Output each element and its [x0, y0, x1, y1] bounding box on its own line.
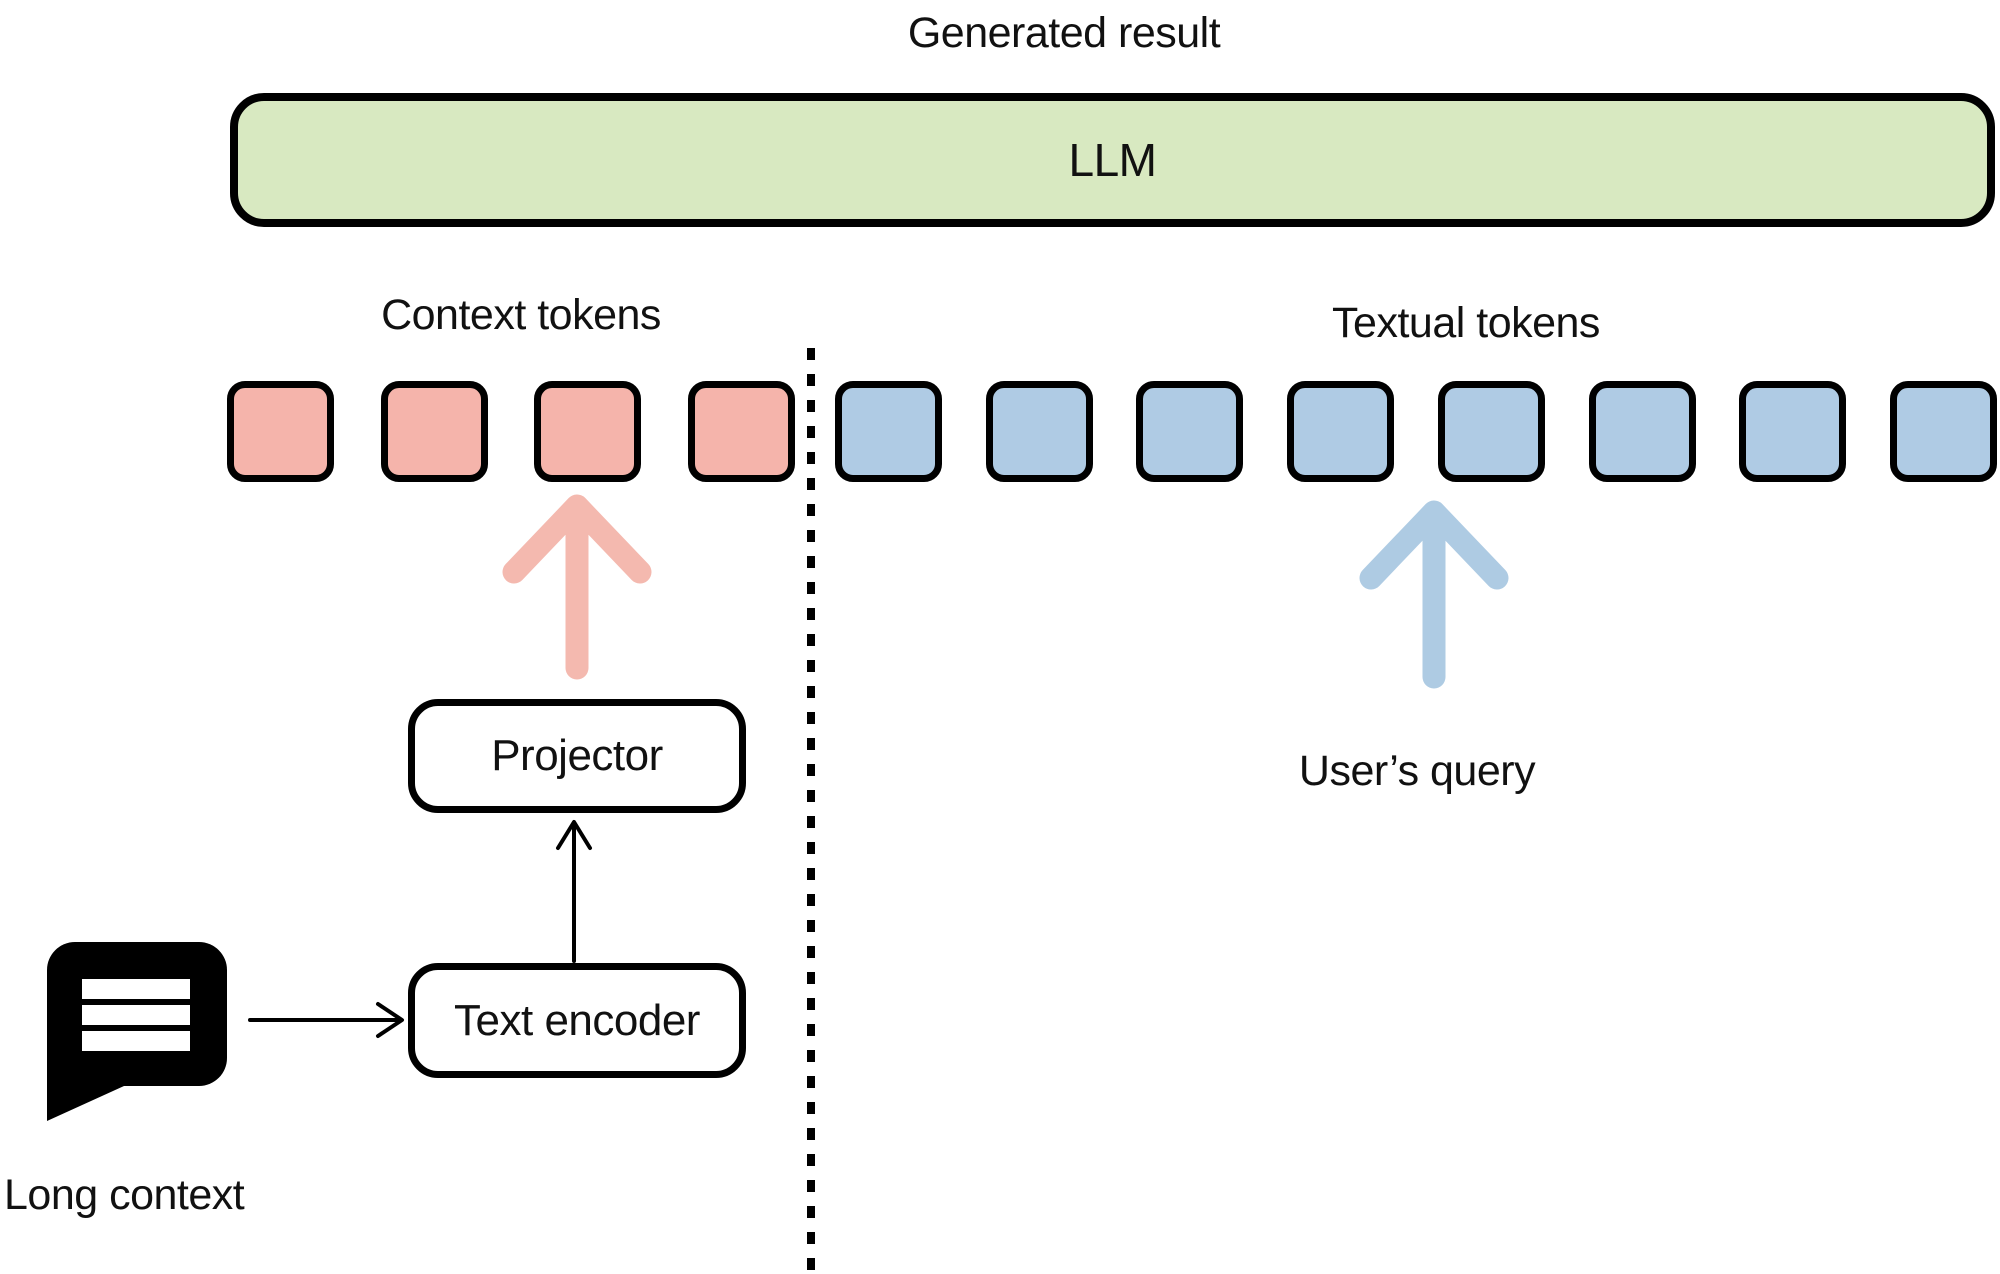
llm-box: LLM [230, 93, 1995, 227]
textual-token [986, 381, 1093, 482]
textual-token [1589, 381, 1696, 482]
textual-token [835, 381, 942, 482]
textual-token [1739, 381, 1846, 482]
context-token [534, 381, 641, 482]
context-tokens-label: Context tokens [381, 291, 661, 339]
projector-box: Projector [408, 699, 746, 813]
context-to-encoder-arrow [248, 1002, 404, 1038]
text-encoder-box-label: Text encoder [454, 995, 700, 1045]
context-token [227, 381, 334, 482]
projector-box-label: Projector [491, 731, 663, 780]
query-up-arrow-icon [1359, 500, 1509, 689]
chat-bubble-icon [47, 942, 227, 1121]
textual-token [1438, 381, 1545, 482]
long-context-label: Long context [4, 1171, 245, 1219]
textual-token [1287, 381, 1394, 482]
context-up-arrow-icon [502, 494, 652, 680]
textual-token [1136, 381, 1243, 482]
context-token [688, 381, 795, 482]
diagram-title: Generated result [907, 9, 1221, 57]
text-encoder-box: Text encoder [408, 963, 746, 1078]
textual-token [1890, 381, 1997, 482]
context-token [381, 381, 488, 482]
user-query-label: User’s query [1298, 747, 1536, 795]
textual-tokens-label: Textual tokens [1332, 299, 1600, 347]
encoder-to-projector-arrow [556, 820, 592, 963]
llm-box-label: LLM [1068, 134, 1157, 186]
